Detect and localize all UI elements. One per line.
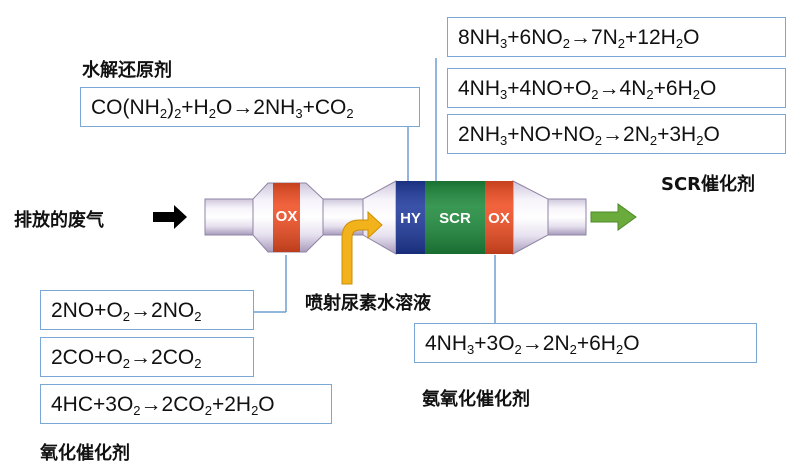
equation-subscript: 2 bbox=[346, 105, 354, 121]
equation-text: 2NH3+NO+NO2→2N2+3H2O bbox=[458, 122, 720, 148]
equation-text: 4NH3+3O2→2N2+6H2O bbox=[425, 331, 640, 357]
scr-label: SCR bbox=[439, 210, 471, 227]
equation-subscript: 2 bbox=[514, 341, 522, 357]
equation-subscript: 2 bbox=[696, 132, 704, 148]
scr-catalyst-label: SCR催化剂 bbox=[661, 174, 756, 195]
equation-text: 2NO+O2→2NO2 bbox=[51, 298, 202, 324]
exhaust-inlet-arrow-icon bbox=[153, 205, 187, 229]
ox-rear-label: OX bbox=[488, 210, 510, 227]
equation-subscript: 2 bbox=[562, 35, 570, 51]
equation-term: O bbox=[623, 331, 640, 355]
hy-label: HY bbox=[400, 210, 421, 227]
equation-term: O bbox=[699, 76, 717, 100]
exhaust-inlet-label: 排放的废气 bbox=[14, 210, 104, 231]
equation-subscript: 2 bbox=[649, 132, 658, 148]
equation-term: O bbox=[683, 25, 700, 49]
equation-term: CO(NH bbox=[91, 95, 160, 119]
equation-subscript: 2 bbox=[251, 402, 259, 418]
equation-term: →4N bbox=[598, 76, 647, 100]
equation-term: +CO bbox=[302, 95, 347, 119]
scr-equation-box-3: 2NH3+NO+NO2→2N2+3H2O bbox=[447, 114, 786, 154]
ammonia-oxidation-equation-box: 4NH3+3O2→2N2+6H2O bbox=[414, 323, 757, 363]
equation-text: 4NH3+4NO+O2→4N2+6H2O bbox=[458, 76, 717, 102]
urea-injection-arrow-icon bbox=[341, 210, 383, 285]
equation-subscript: 2 bbox=[194, 355, 202, 371]
equation-term: +NO+NO bbox=[507, 122, 595, 146]
hydrolysis-agent-label: 水解还原剂 bbox=[82, 60, 172, 81]
ammonia-oxidation-catalyst-label: 氨氧化催化剂 bbox=[422, 389, 530, 410]
equation-term: +12H bbox=[625, 25, 676, 49]
equation-text: 8NH3+6NO2→7N2+12H2O bbox=[458, 25, 700, 51]
equation-term: 4NH bbox=[458, 76, 501, 100]
equation-subscript: 2 bbox=[617, 35, 626, 51]
equation-term: 8NH bbox=[458, 25, 501, 49]
urea-injection-label: 喷射尿素水溶液 bbox=[305, 293, 431, 314]
equation-subscript: 2 bbox=[122, 308, 131, 324]
equation-subscript: 2 bbox=[646, 86, 654, 102]
equation-term: →7N bbox=[569, 25, 618, 49]
equation-subscript: 3 bbox=[295, 105, 303, 121]
scr-equation-box-2: 4NH3+4NO+O2→4N2+6H2O bbox=[447, 68, 786, 108]
equation-subscript: 2 bbox=[208, 105, 216, 121]
equation-term: 2CO+O bbox=[51, 345, 123, 369]
equation-term: 2NO+O bbox=[51, 298, 123, 322]
ox-front-label: OX bbox=[275, 208, 298, 225]
equation-text: 2CO+O2→2CO2 bbox=[51, 345, 202, 371]
oxidation-equation-box-2: 2CO+O2→2CO2 bbox=[40, 337, 254, 377]
equation-text: 4HC+3O2→2CO2+2H2O bbox=[51, 392, 275, 418]
equation-term: +4NO+O bbox=[507, 76, 592, 100]
equation-subscript: 2 bbox=[204, 402, 212, 418]
equation-term: →2N bbox=[602, 122, 650, 146]
equation-subscript: 2 bbox=[692, 86, 700, 102]
outlet-arrow-icon bbox=[590, 203, 637, 231]
equation-subscript: 2 bbox=[122, 355, 131, 371]
equation-term: →2CO bbox=[140, 392, 205, 416]
equation-subscript: 2 bbox=[615, 341, 624, 357]
equation-subscript: 2 bbox=[675, 35, 684, 51]
equation-subscript: 3 bbox=[467, 341, 475, 357]
equation-term: →2N bbox=[521, 331, 570, 355]
equation-term: O bbox=[703, 122, 720, 146]
equation-term: 2NH bbox=[458, 122, 501, 146]
equation-term: 4NH bbox=[425, 331, 468, 355]
equation-subscript: 2 bbox=[569, 341, 577, 357]
equation-subscript: 3 bbox=[500, 86, 508, 102]
equation-subscript: 2 bbox=[159, 105, 168, 121]
equation-text: CO(NH2)2+H2O→2NH3+CO2 bbox=[91, 95, 354, 121]
hydrolysis-equation-box: CO(NH2)2+H2O→2NH3+CO2 bbox=[80, 87, 420, 127]
equation-term: +6H bbox=[653, 76, 693, 100]
scr-equation-box-1: 8NH3+6NO2→7N2+12H2O bbox=[447, 17, 786, 57]
equation-term: +6H bbox=[576, 331, 616, 355]
oxidation-equation-box-1: 2NO+O2→2NO2 bbox=[40, 290, 254, 330]
equation-term: O→2NH bbox=[215, 95, 296, 119]
equation-term: +H bbox=[181, 95, 209, 119]
equation-term: +3O bbox=[474, 331, 515, 355]
connector-lines bbox=[250, 58, 496, 324]
equation-term: O bbox=[258, 392, 275, 416]
equation-term: +2H bbox=[211, 392, 252, 416]
equation-term: ) bbox=[167, 95, 175, 119]
equation-subscript: 2 bbox=[194, 308, 202, 324]
equation-term: →2CO bbox=[130, 345, 195, 369]
equation-term: 4HC+3O bbox=[51, 392, 134, 416]
equation-term: +3H bbox=[657, 122, 697, 146]
equation-subscript: 2 bbox=[591, 86, 599, 102]
equation-term: →2NO bbox=[130, 298, 195, 322]
equation-subscript: 3 bbox=[500, 35, 508, 51]
equation-subscript: 2 bbox=[174, 105, 182, 121]
equation-subscript: 2 bbox=[133, 402, 141, 418]
equation-term: +6NO bbox=[507, 25, 563, 49]
equation-subscript: 3 bbox=[500, 132, 508, 148]
oxidation-catalyst-label: 氧化催化剂 bbox=[40, 443, 130, 464]
oxidation-equation-box-3: 4HC+3O2→2CO2+2H2O bbox=[40, 384, 332, 424]
equation-subscript: 2 bbox=[594, 132, 603, 148]
